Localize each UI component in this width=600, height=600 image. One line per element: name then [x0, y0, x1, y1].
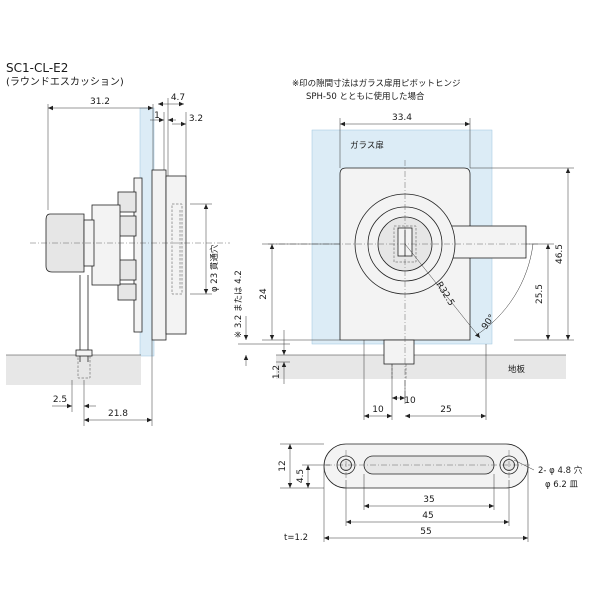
side-lock-body — [165, 175, 187, 335]
front-dim-25: 25 — [440, 405, 451, 415]
pivot-note-line2: SPH-50 とともに使用した場合 — [306, 91, 425, 102]
side-dim-3-2: 3.2 — [189, 114, 203, 124]
front-dim-24: 24 — [259, 288, 269, 300]
plate-dim-35: 35 — [423, 495, 434, 505]
side-dim-4-7: 4.7 — [171, 93, 185, 103]
model-variant: (ラウンドエスカッション) — [6, 76, 124, 88]
side-floor-band — [6, 355, 141, 385]
side-bore-label: φ 23 貫通穴 — [209, 244, 220, 292]
side-bolt-washer — [75, 349, 93, 357]
plate-dim-45: 45 — [422, 511, 433, 521]
hole-note-2: φ 6.2 皿 — [545, 480, 579, 490]
front-bolt-foot — [383, 339, 415, 365]
front-floor-band — [276, 355, 566, 379]
side-dim-21-8: 21.8 — [108, 409, 128, 419]
pivot-note-line1: ※印の隙間寸法はガラス扉用ピボットヒンジ — [292, 78, 460, 89]
front-dim-46-5: 46.5 — [555, 244, 565, 264]
strike-plate-view: 12 4.5 35 45 55 2- φ 4.8 穴 φ 6.2 皿 t=1.2 — [278, 443, 583, 543]
model-title: SC1-CL-E2 — [6, 61, 68, 75]
glass-door-label: ガラス扉 — [350, 140, 384, 151]
plate-dim-12: 12 — [278, 460, 288, 471]
floor-label: 地板 — [508, 364, 526, 375]
side-nut-bottom — [117, 283, 137, 301]
front-dim-25-5: 25.5 — [535, 284, 545, 304]
plate-dim-55: 55 — [420, 527, 431, 537]
side-view: φ 23 貫通穴 31.2 4.7 1 3.2 2.5 21.8 — [6, 93, 230, 426]
front-dim-1-2: 1.2 — [272, 365, 282, 379]
side-escutcheon-outer — [133, 177, 143, 333]
front-view: ガラス扉 地板 R32.5 90° 33.4 — [234, 113, 574, 420]
front-dim-10-lower: 10 — [372, 405, 384, 415]
side-escutcheon-inner — [151, 169, 167, 341]
gap-note: ※ 3.2 または 4.2 — [234, 270, 244, 338]
front-dim-10-upper: 10 — [404, 396, 416, 406]
side-dim-1: 1 — [154, 111, 160, 121]
plate-dim-4-5: 4.5 — [296, 469, 306, 483]
side-dim-31-2: 31.2 — [90, 97, 110, 107]
hole-note-1: 2- φ 4.8 穴 — [538, 465, 583, 476]
side-nut-mid — [117, 215, 137, 237]
side-nut-top — [117, 191, 137, 213]
side-dim-2-5: 2.5 — [53, 395, 67, 405]
thickness-note: t=1.2 — [284, 533, 308, 543]
side-nut-low — [117, 259, 137, 281]
front-dim-33-4: 33.4 — [392, 113, 412, 123]
side-cylinder — [91, 204, 121, 286]
